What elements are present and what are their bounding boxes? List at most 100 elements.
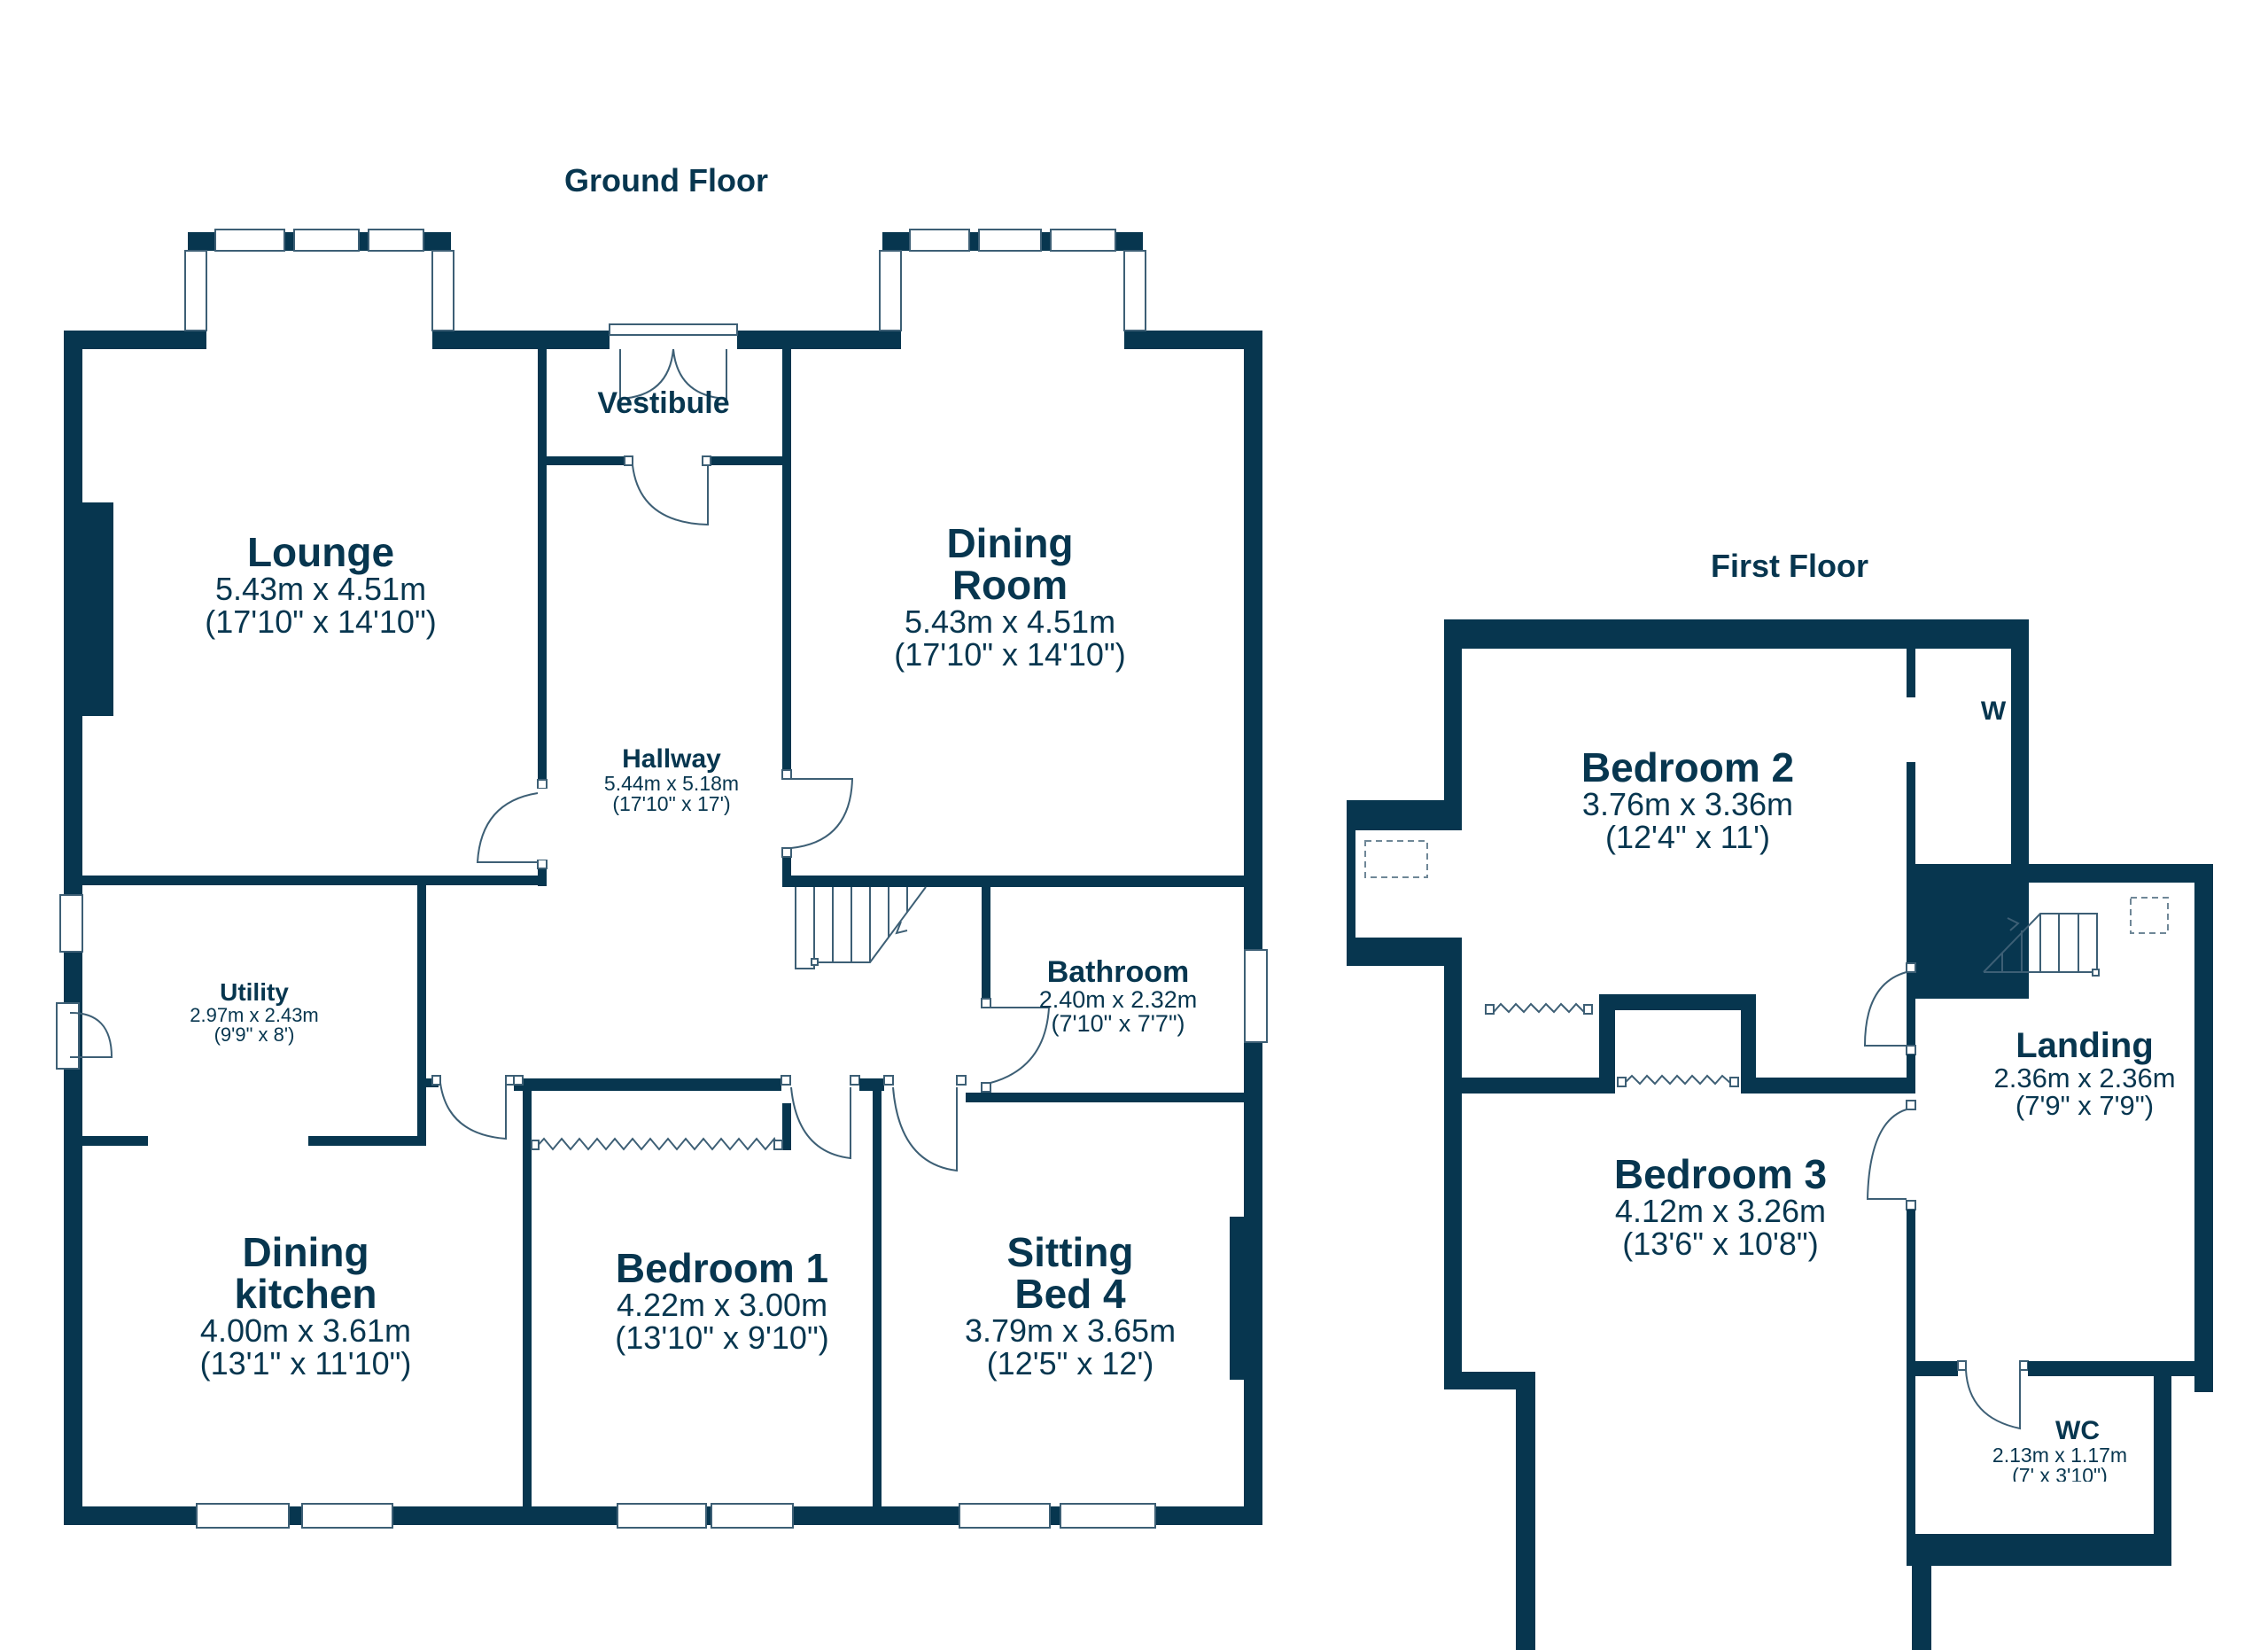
wall [2154, 1376, 2171, 1566]
wall [1599, 994, 1615, 1094]
bay-pier [284, 232, 294, 251]
room-name: Room [951, 561, 1068, 608]
bay-pier [882, 232, 910, 251]
room-label-dining-room: Dining Room 5.43m x 4.51m (17'10" x 14'1… [894, 523, 1125, 671]
room-dimensions-metric: 2.36m x 2.36m [1993, 1062, 2176, 1094]
room-label-dining-kitchen: Dining kitchen 4.00m x 3.61m (13'1" x 11… [200, 1232, 412, 1380]
ground-floor-plan [56, 229, 1268, 1529]
window [59, 894, 83, 953]
bedroom1-door-swing [790, 1086, 851, 1160]
room-label-bathroom: Bathroom 2.40m x 2.32m (7'10" x 7'7") [1039, 957, 1198, 1037]
side-door-swing [69, 1011, 113, 1058]
window [1050, 229, 1116, 252]
wall [417, 885, 426, 1145]
skylight [2130, 897, 2169, 934]
wall [432, 331, 610, 349]
room-label-sitting-bed-4: Sitting Bed 4 3.79m x 3.65m (12'5" x 12'… [965, 1232, 1176, 1380]
wall [711, 456, 782, 465]
wall [1444, 619, 1462, 830]
room-label-hallway: Hallway 5.44m x 5.18m (17'10" x 17') [603, 744, 740, 816]
window [617, 1503, 707, 1529]
window [293, 229, 360, 252]
room-name: Dining [242, 1229, 369, 1275]
wall [1907, 864, 2213, 883]
wall [1347, 800, 1355, 966]
room-name: WC [2055, 1416, 2100, 1445]
wall [782, 1103, 791, 1150]
room-name: Bathroom [1046, 955, 1190, 989]
wardrobe-sliding-doors [1624, 1074, 1731, 1086]
wall [523, 1078, 532, 1513]
room-dimensions-imperial: (7'9" x 7'9") [2015, 1090, 2155, 1122]
wall [1444, 619, 2029, 649]
room-dimensions-imperial: (12'5" x 12') [986, 1344, 1154, 1381]
window [184, 250, 207, 331]
wall [538, 349, 547, 886]
window [879, 250, 902, 331]
wall [1907, 999, 1915, 1052]
window [909, 229, 970, 252]
bay-pier [969, 232, 979, 251]
wall [1907, 1534, 2171, 1566]
wall [1741, 994, 1756, 1094]
room-dimensions-metric: 4.12m x 3.26m [1614, 1192, 1827, 1229]
fireplace-chimney-breast [1230, 1217, 1262, 1380]
wall [64, 331, 206, 349]
wardrobe-sliding-doors [534, 1137, 779, 1151]
wall [1907, 1210, 1915, 1566]
room-dimensions-metric: 4.22m x 3.00m [616, 1286, 828, 1323]
room-name: Sitting [1006, 1229, 1134, 1275]
room-name: Landing [2016, 1026, 2154, 1065]
room-name: Bed 4 [1014, 1270, 1126, 1317]
room-label-bedroom-1: Bedroom 1 4.22m x 3.00m (13'10" x 9'10") [615, 1248, 828, 1354]
room-dimensions-metric: 2.97m x 2.43m [190, 1003, 319, 1026]
room-name: W [1980, 697, 2007, 726]
room-label-wc: WC 2.13m x 1.17m (7' x 3'10") [1992, 1416, 2127, 1482]
wall [1756, 1078, 1915, 1094]
bay-pier [188, 232, 215, 251]
room-dimensions-metric: 2.40m x 2.32m [1038, 985, 1198, 1013]
wall [1907, 649, 1915, 697]
room-name: kitchen [234, 1270, 377, 1317]
room-label-utility: Utility 2.97m x 2.43m (9'9" x 8') [190, 978, 319, 1046]
window [1123, 250, 1146, 331]
wall [966, 1093, 1244, 1102]
first-floor-title: First Floor [1711, 548, 1868, 584]
room-dimensions-imperial: (9'9" x 8') [214, 1023, 295, 1046]
staircase [1983, 913, 2100, 977]
room-label-bedroom-3: Bedroom 3 4.12m x 3.26m (13'6" x 10'8") [1614, 1154, 1827, 1260]
bay-pier [1115, 232, 1143, 251]
wall [782, 349, 791, 771]
sitting-room-door-swing [892, 1086, 958, 1172]
room-label-vestibule: Vestibule [597, 388, 729, 419]
bedroom3-door-swing [1866, 1109, 1907, 1200]
room-name: Vestibule [597, 386, 730, 420]
wall [982, 887, 990, 998]
wall [782, 851, 791, 886]
window [978, 229, 1042, 252]
room-name: Utility [220, 978, 289, 1006]
room-dimensions-metric: 3.76m x 3.36m [1581, 785, 1794, 822]
room-name: Hallway [622, 744, 721, 774]
window [1060, 1503, 1156, 1529]
room-name: Bedroom 3 [1613, 1151, 1828, 1197]
room-dimensions-metric: 5.44m x 5.18m [603, 771, 740, 795]
bay-pier [359, 232, 369, 251]
room-dimensions-imperial: (7'10" x 7'7") [1051, 1010, 1185, 1038]
room-dimensions-imperial: (17'10" x 14'10") [894, 635, 1126, 673]
vestibule-inner-door-swing [632, 464, 709, 526]
chimney-block [1907, 878, 2029, 999]
skylight [1364, 840, 1428, 878]
room-dimensions-imperial: (17'10" x 17') [612, 792, 731, 816]
window [214, 229, 285, 252]
wall [737, 331, 901, 349]
front-door-swing [619, 348, 727, 401]
room-name: Bedroom 2 [1581, 744, 1795, 790]
wall [82, 876, 547, 885]
bay-pier [423, 232, 451, 251]
window [368, 229, 424, 252]
fireplace-chimney-breast [64, 502, 113, 716]
room-label-landing: Landing 2.36m x 2.36m (7'9" x 7'9") [1993, 1028, 2175, 1120]
room-name: Dining [946, 520, 1074, 566]
